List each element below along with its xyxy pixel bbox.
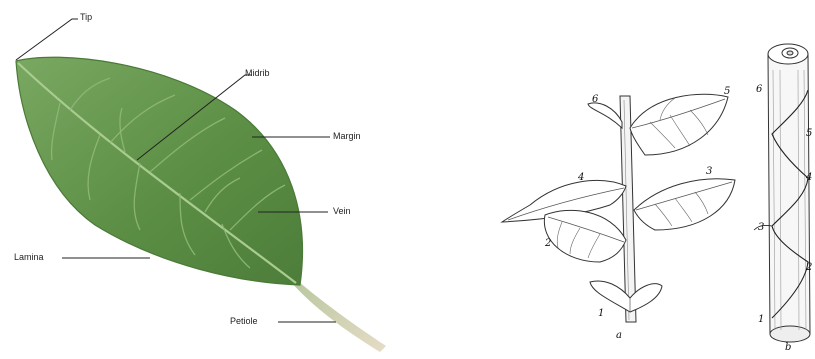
leaf-2 [544, 210, 626, 262]
tip-label: Tip [80, 12, 92, 22]
stem-number-2: 2 [806, 262, 812, 273]
vein-label: Vein [333, 206, 351, 216]
midrib-label: Midrib [245, 68, 270, 78]
leaf-3 [634, 179, 735, 230]
petiole [292, 281, 386, 352]
lamina-label: Lamina [14, 252, 44, 262]
petiole-label: Petiole [230, 316, 258, 326]
leaf-6 [588, 103, 622, 128]
branch-number-4: 4 [578, 172, 584, 183]
branch-number-2: 2 [545, 238, 551, 249]
stem-number-1: 1 [758, 314, 764, 325]
branch-number-5: 5 [724, 86, 730, 97]
branch-illustration [502, 94, 735, 322]
branch-caption: a [616, 330, 622, 341]
tip-leader [16, 19, 78, 60]
stem-number-5: 5 [806, 128, 812, 139]
branch-number-1: 1 [598, 308, 604, 319]
leaf-blade [16, 57, 302, 285]
stem-base [770, 326, 810, 342]
stem-caption: b [785, 342, 791, 353]
margin-label: Margin [333, 131, 361, 141]
branch-number-3: 3 [706, 166, 712, 177]
stem-number-4: 4 [806, 172, 812, 183]
stem-number-3: 3 [758, 222, 764, 233]
stem-cylinder [754, 44, 810, 342]
branch-number-6: 6 [592, 94, 598, 105]
stem-number-6: 6 [756, 84, 762, 95]
